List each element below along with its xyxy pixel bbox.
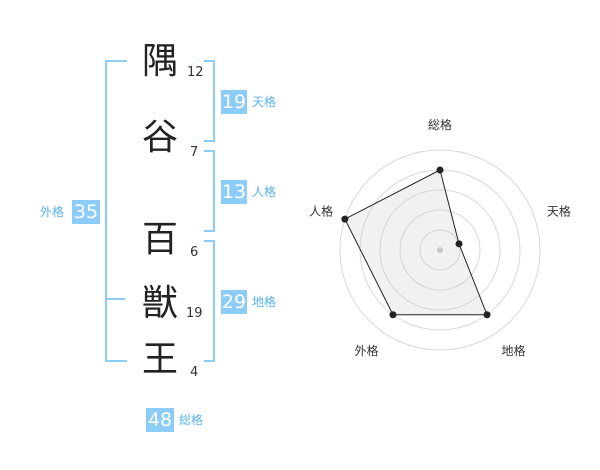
- radar-ring-2: [399, 209, 481, 291]
- jinkaku-label: 人格: [252, 185, 277, 199]
- stroke-count-4: 19: [186, 306, 203, 321]
- kanji-2: 谷: [141, 117, 178, 158]
- soukaku-label: 総格: [179, 413, 204, 427]
- radar-axis-label-2: 地格: [501, 343, 525, 358]
- kanji-4: 獣: [141, 283, 178, 324]
- radar-axis-label-1: 天格: [547, 203, 571, 218]
- radar-center: [437, 247, 443, 253]
- gaikaku-bracket: [105, 60, 127, 362]
- chikaku-bracket: [204, 240, 215, 362]
- soukaku-value: 48: [146, 408, 174, 432]
- radar-axis-label-3: 外格: [354, 343, 378, 358]
- radar-ring-3: [379, 189, 501, 311]
- radar-axis-label-0: 総格: [428, 117, 452, 132]
- tenkaku-bracket: [204, 60, 215, 142]
- radar-points: [341, 166, 491, 319]
- radar-point-1: [455, 240, 463, 248]
- stroke-count-5: 4: [190, 365, 199, 380]
- stroke-count-1: 12: [187, 65, 204, 80]
- radar-point-3: [389, 311, 397, 319]
- tenkaku-value: 19: [221, 90, 247, 114]
- chikaku-value: 29: [221, 290, 247, 314]
- gaikaku-label: 外格: [40, 205, 65, 219]
- kanji-3: 百: [141, 219, 178, 260]
- radar-ring-5: [339, 149, 541, 351]
- radar-point-4: [341, 215, 349, 223]
- radar-polygon: [344, 169, 488, 316]
- stroke-count-2: 7: [190, 145, 199, 160]
- radar-point-0: [436, 166, 444, 174]
- gaikaku-bracket-tick: [107, 298, 125, 300]
- radar-ring-1: [419, 229, 461, 271]
- stroke-count-3: 6: [190, 245, 199, 260]
- tenkaku-label: 天格: [252, 95, 277, 109]
- kanji-5: 王: [141, 339, 178, 380]
- chikaku-label: 地格: [252, 295, 277, 309]
- radar-axis-label-4: 人格: [309, 203, 333, 218]
- jinkaku-value: 13: [221, 180, 247, 204]
- radar-point-2: [483, 311, 491, 319]
- gaikaku-value: 35: [72, 200, 100, 224]
- kanji-1: 隅: [141, 41, 178, 82]
- jinkaku-bracket: [204, 150, 215, 232]
